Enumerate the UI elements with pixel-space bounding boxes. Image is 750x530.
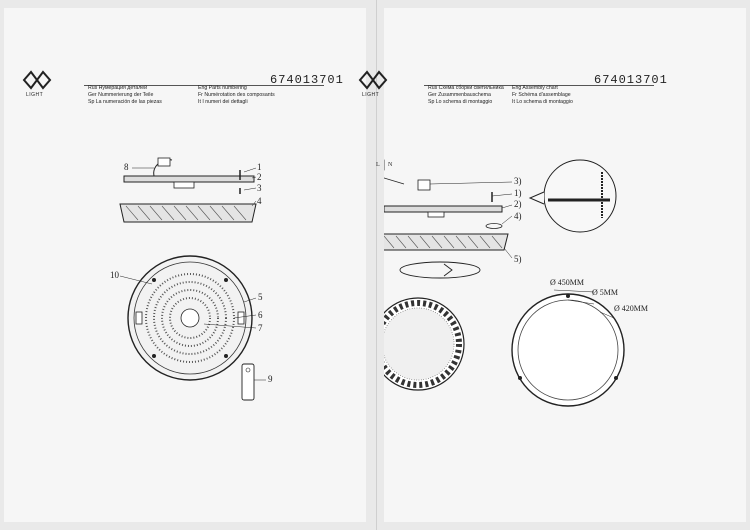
left-page: LIGHT 674013701 Rus Нумерация деталей Ge… [4, 8, 366, 522]
logo-text: LIGHT [26, 92, 44, 98]
callout-1: 1) [514, 188, 522, 198]
callout-8: 8 [124, 162, 129, 172]
dim-5: Ø 5MM [592, 288, 619, 297]
parts-side-view [119, 157, 266, 401]
logo-icon [358, 70, 388, 90]
dim-450: Ø 450MM [550, 278, 585, 287]
logo-icon [22, 70, 52, 90]
callout-10: 10 [110, 270, 119, 280]
header-rule [84, 85, 324, 86]
header-rule [424, 85, 654, 86]
callout-5: 5) [514, 254, 522, 264]
callout-5: 5 [258, 292, 263, 302]
headings-col1: Rus Схема сборки светильника Ger Zusamme… [428, 85, 504, 105]
doc-number: 674013701 [594, 73, 668, 87]
callout-4: 4) [514, 211, 522, 221]
logo-text: LIGHT [362, 92, 380, 98]
wire-label-n: N [388, 162, 393, 168]
callout-3: 3 [257, 183, 262, 193]
callout-2: 2) [514, 199, 522, 209]
callout-2: 2 [257, 172, 262, 182]
dim-420: Ø 420MM [614, 304, 649, 313]
wire-label-l: L [376, 162, 380, 168]
callout-4: 4 [257, 196, 262, 206]
doc-number: 674013701 [270, 73, 344, 87]
right-page: LIGHT 674013701 Rus Схема сборки светиль… [358, 8, 746, 522]
callout-7: 7 [258, 323, 263, 333]
page-fold [376, 0, 377, 530]
headings-col2: Eng Assembly chart Fr Schéma d'assemblag… [512, 85, 573, 105]
callout-6: 6 [258, 310, 263, 320]
callout-1: 1 [257, 162, 262, 172]
assembly-diagram [384, 159, 625, 407]
headings-col1: Rus Нумерация деталей Ger Nummerierung d… [88, 85, 162, 105]
callout-3: 3) [514, 176, 522, 186]
callout-9: 9 [268, 374, 273, 384]
headings-col2: Eng Parts numbering Fr Numérotation des … [198, 85, 275, 105]
